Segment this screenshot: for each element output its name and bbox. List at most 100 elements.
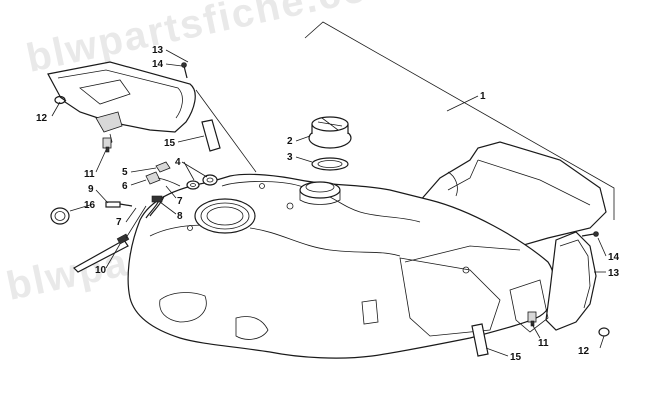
callout-15a: 15 bbox=[164, 138, 176, 149]
callout-7a: 7 bbox=[177, 196, 183, 207]
fuel-line-tube bbox=[73, 239, 129, 273]
pump-opening-outer bbox=[194, 198, 256, 234]
bolt-right bbox=[581, 231, 599, 237]
leader-11b bbox=[531, 323, 541, 339]
valve-right bbox=[527, 311, 537, 327]
leader-2 bbox=[295, 135, 311, 142]
leader-5 bbox=[130, 167, 157, 173]
callout-11b: 11 bbox=[538, 338, 549, 349]
fuel-cap-gasket bbox=[311, 157, 349, 171]
rear-cover-ridge bbox=[447, 159, 591, 206]
leader-lines bbox=[51, 49, 607, 357]
rear-cover-notch bbox=[447, 171, 458, 197]
callout-labels: 1 2 3 4 5 6 7 7 8 9 10 11 11 12 12 13 13… bbox=[36, 45, 620, 363]
callout-15b: 15 bbox=[510, 352, 522, 363]
fitting-6-body bbox=[145, 171, 161, 185]
fitting-8 bbox=[151, 195, 163, 203]
fuel-cap bbox=[308, 116, 352, 149]
leader-16 bbox=[69, 204, 91, 212]
callout-2: 2 bbox=[287, 136, 293, 147]
right-shield-inner bbox=[559, 239, 591, 309]
leader-10 bbox=[105, 243, 121, 269]
valve-body bbox=[102, 137, 112, 149]
assembly-bracket-line bbox=[304, 21, 615, 220]
gasket-inner bbox=[317, 160, 343, 168]
leader-12b bbox=[599, 335, 605, 349]
tank-bottom-pocket-left bbox=[159, 292, 207, 323]
right-shield-bracket bbox=[509, 279, 549, 333]
bolt-head bbox=[181, 62, 187, 68]
grommet-inner bbox=[206, 177, 214, 183]
tank-bottom-slot bbox=[361, 299, 379, 325]
tank-side-edge bbox=[404, 245, 521, 263]
washer-4b bbox=[186, 180, 200, 190]
leader-6 bbox=[130, 179, 147, 186]
leader-4 bbox=[183, 161, 195, 181]
rivet-head bbox=[598, 327, 610, 337]
tank-boss-1 bbox=[462, 266, 470, 274]
clamp-inner bbox=[54, 211, 66, 221]
fitting-9 bbox=[105, 201, 133, 208]
leader-15a bbox=[177, 135, 205, 143]
leader-4b bbox=[181, 161, 208, 178]
callout-10: 10 bbox=[95, 265, 107, 276]
callout-12a: 12 bbox=[36, 113, 48, 124]
valve-tip bbox=[105, 146, 110, 153]
tank-side-recess bbox=[399, 257, 501, 337]
grommet-outer bbox=[202, 174, 218, 186]
valve-body bbox=[527, 311, 537, 323]
fitting-8-body bbox=[151, 195, 163, 203]
filler-neck-rim bbox=[299, 181, 341, 199]
fuel-line-end bbox=[116, 233, 130, 245]
callout-3: 3 bbox=[287, 152, 293, 163]
fuel-tank-shape bbox=[127, 141, 607, 359]
tank-boss-4 bbox=[187, 225, 193, 231]
callout-14a: 14 bbox=[152, 59, 164, 70]
fitting-5 bbox=[155, 161, 171, 173]
sleeve-body bbox=[201, 119, 221, 152]
leader-1 bbox=[446, 95, 479, 112]
tank-bottom-pocket-mid bbox=[235, 316, 269, 340]
callout-14b: 14 bbox=[608, 252, 620, 263]
clamp-16 bbox=[50, 207, 70, 225]
bolt-shank bbox=[183, 65, 188, 79]
washer-outer bbox=[186, 180, 200, 190]
callout-6: 6 bbox=[122, 181, 128, 192]
pump-opening-inner bbox=[206, 206, 244, 226]
left-shield-bracket bbox=[95, 111, 123, 133]
leader-7b bbox=[125, 207, 137, 223]
leader-15b bbox=[485, 347, 509, 357]
bolt-top-left bbox=[181, 62, 188, 79]
left-shield-inner-rim bbox=[57, 69, 183, 119]
right-heat-shield bbox=[509, 231, 597, 333]
callout-4: 4 bbox=[175, 157, 181, 168]
callout-8: 8 bbox=[177, 211, 183, 222]
valve-left bbox=[102, 137, 112, 153]
sleeve-body bbox=[471, 323, 489, 357]
fuel-line-riser bbox=[125, 205, 147, 239]
leader-7a bbox=[165, 185, 177, 199]
leader-3 bbox=[295, 156, 313, 163]
tank-boss-3 bbox=[259, 183, 265, 189]
callout-16: 16 bbox=[84, 200, 96, 211]
bolt-shank bbox=[581, 233, 595, 237]
leader-8 bbox=[159, 201, 177, 215]
tank-boss-2 bbox=[286, 202, 294, 210]
rivet-left bbox=[54, 95, 67, 105]
sleeve-top bbox=[201, 119, 221, 152]
filler-neck-inner bbox=[305, 181, 335, 193]
callout-1: 1 bbox=[480, 91, 486, 102]
fuel-line-10 bbox=[73, 205, 147, 273]
leader-12a bbox=[51, 101, 61, 117]
gasket-outer bbox=[311, 157, 349, 171]
left-shield-wires bbox=[79, 79, 131, 105]
leader-13a bbox=[165, 49, 189, 63]
left-heat-shield bbox=[47, 61, 196, 147]
rivet-right bbox=[598, 327, 610, 337]
callout-12b: 12 bbox=[578, 346, 590, 357]
callout-5: 5 bbox=[122, 167, 128, 178]
tank-mid-contour bbox=[249, 227, 401, 257]
callout-11a: 11 bbox=[84, 169, 95, 180]
bolt-head bbox=[593, 231, 599, 237]
